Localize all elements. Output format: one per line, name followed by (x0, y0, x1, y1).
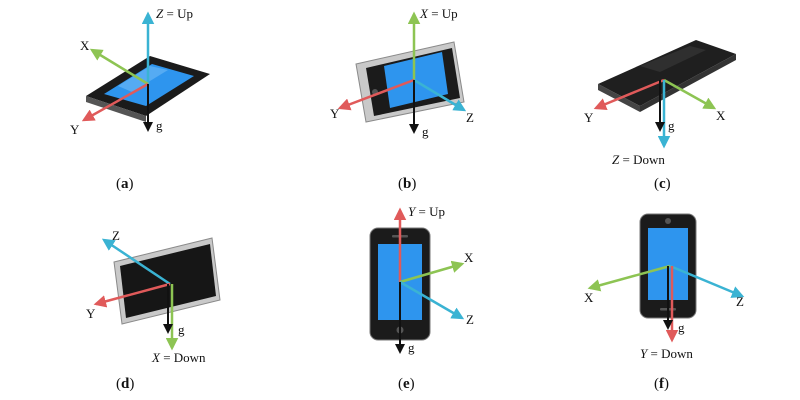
y-axis-label: Y = Up (408, 204, 445, 219)
y-axis-label: Y (70, 122, 80, 137)
z-axis-arrow (669, 264, 745, 298)
gravity-label: g (178, 322, 185, 337)
z-axis-label: Z = Up (156, 6, 193, 21)
z-axis-label: Z (112, 228, 120, 243)
z-axis-label: Z (466, 312, 474, 327)
x-axis-label: X (716, 108, 726, 123)
gravity-label: g (422, 124, 429, 139)
gravity-label: g (668, 118, 675, 133)
x-axis-arrow (587, 264, 671, 292)
x-axis-label: X (80, 38, 90, 53)
phone-edge (86, 96, 146, 122)
y-axis-arrow (593, 78, 665, 110)
gravity-label: g (678, 320, 685, 335)
panel-caption: (e) (398, 376, 415, 392)
x-axis-arrow (89, 48, 149, 86)
gravity-label: g (408, 340, 415, 355)
x-axis-label: X = Up (419, 6, 458, 21)
y-axis-label: Y (86, 306, 96, 321)
panel-b: X = Up Y Z g (b) (330, 6, 474, 192)
z-axis-arrow (101, 238, 171, 286)
x-axis-label: X = Down (151, 350, 206, 365)
z-axis-arrow (413, 78, 467, 112)
panel-caption: (d) (116, 376, 134, 392)
gravity-label: g (156, 118, 163, 133)
panel-c: Y X g Z = Down (c) (584, 40, 736, 192)
panel-f: X Z g Y = Down (f) (584, 213, 745, 392)
phone-landscape-edge-down (113, 237, 221, 325)
y-axis-label: Y = Down (640, 346, 693, 361)
screen-glare (118, 66, 168, 92)
y-axis-arrow (81, 82, 149, 122)
x-axis-arrow (399, 260, 465, 284)
y-axis-arrow (93, 282, 171, 308)
y-axis-arrow (337, 78, 415, 111)
x-axis-label: X (584, 290, 594, 305)
panel-e: Y = Up X Z g (e) (369, 204, 474, 392)
y-axis-label: Y (330, 106, 340, 121)
back-highlight (640, 46, 706, 72)
phone-back (598, 40, 736, 106)
panel-caption: (f) (654, 376, 669, 392)
panel-d: Z Y g X = Down (d) (86, 228, 221, 392)
phone-flat-screen-down (598, 40, 736, 112)
panel-a: Z = Up X Y g (a) (70, 6, 210, 192)
panel-caption: (b) (398, 176, 416, 192)
x-axis-label: X (464, 250, 474, 265)
panel-caption: (a) (116, 176, 134, 192)
y-axis-label: Y (584, 110, 594, 125)
home-button (665, 218, 671, 224)
x-axis-arrow (663, 78, 717, 110)
panel-caption: (c) (654, 176, 671, 192)
z-axis-arrow (399, 280, 465, 320)
z-axis-label: Z (466, 110, 474, 125)
z-axis-label: Z = Down (612, 152, 665, 167)
z-axis-label: Z (736, 294, 744, 309)
phone-front (120, 244, 216, 318)
